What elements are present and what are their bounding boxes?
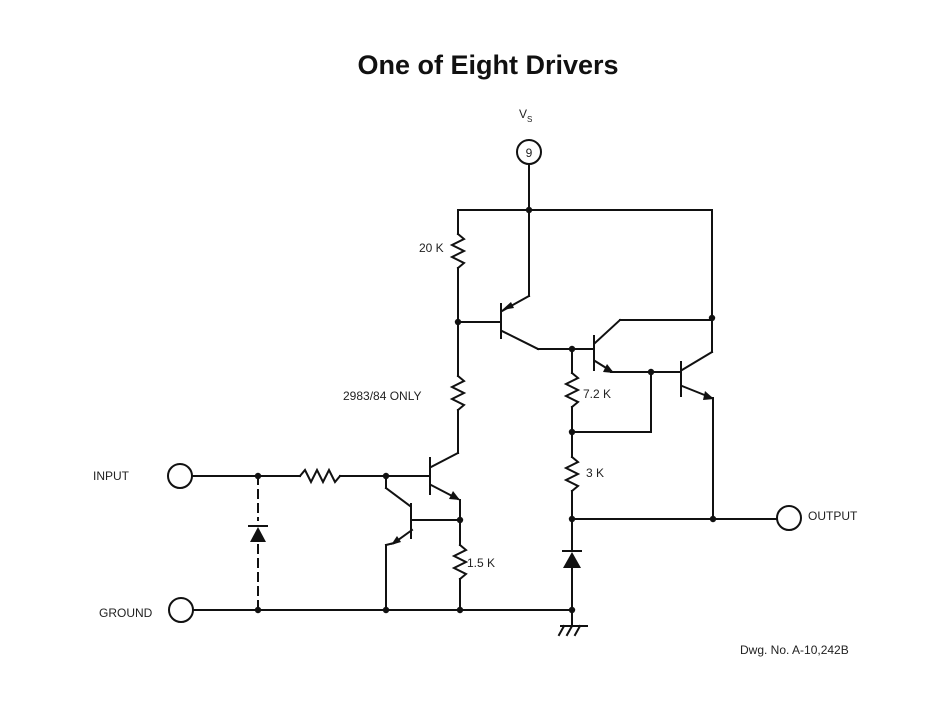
transistor-q3-npn [384,475,461,611]
label-option: 2983/84 ONLY [343,389,422,403]
label-7-2k: 7.2 K [583,387,611,401]
resistor-1-5k [451,519,469,611]
resistor-3k [563,431,581,520]
input-clamp-diode [248,475,268,611]
ground-symbol [557,609,588,637]
input-terminal[interactable] [167,463,193,489]
vs-pin-number: 9 [526,146,533,160]
vs-label: VS [519,107,532,124]
output-terminal[interactable] [776,505,802,531]
output-label: OUTPUT [808,509,858,523]
suppression-diode [562,518,582,611]
resistor-input [298,467,429,485]
resistor-option [449,321,467,454]
ground-label: GROUND [99,606,153,620]
transistor-q1-pnp [457,209,573,351]
transistor-q2-npn [429,451,461,521]
transistor-q5-npn [680,317,714,520]
label-1-5k: 1.5 K [467,556,495,570]
resistor-7-2k [563,348,581,433]
drawing-number: Dwg. No. A-10,242B [740,643,849,657]
page-title: One of Eight Drivers [357,50,619,80]
supply-rail [457,163,713,319]
label-3k: 3 K [586,466,604,480]
label-20k: 20 K [419,241,444,255]
input-label: INPUT [93,469,130,483]
ground-terminal[interactable] [168,597,194,623]
resistor-20k [449,209,467,323]
transistor-q4-npn [571,318,713,373]
